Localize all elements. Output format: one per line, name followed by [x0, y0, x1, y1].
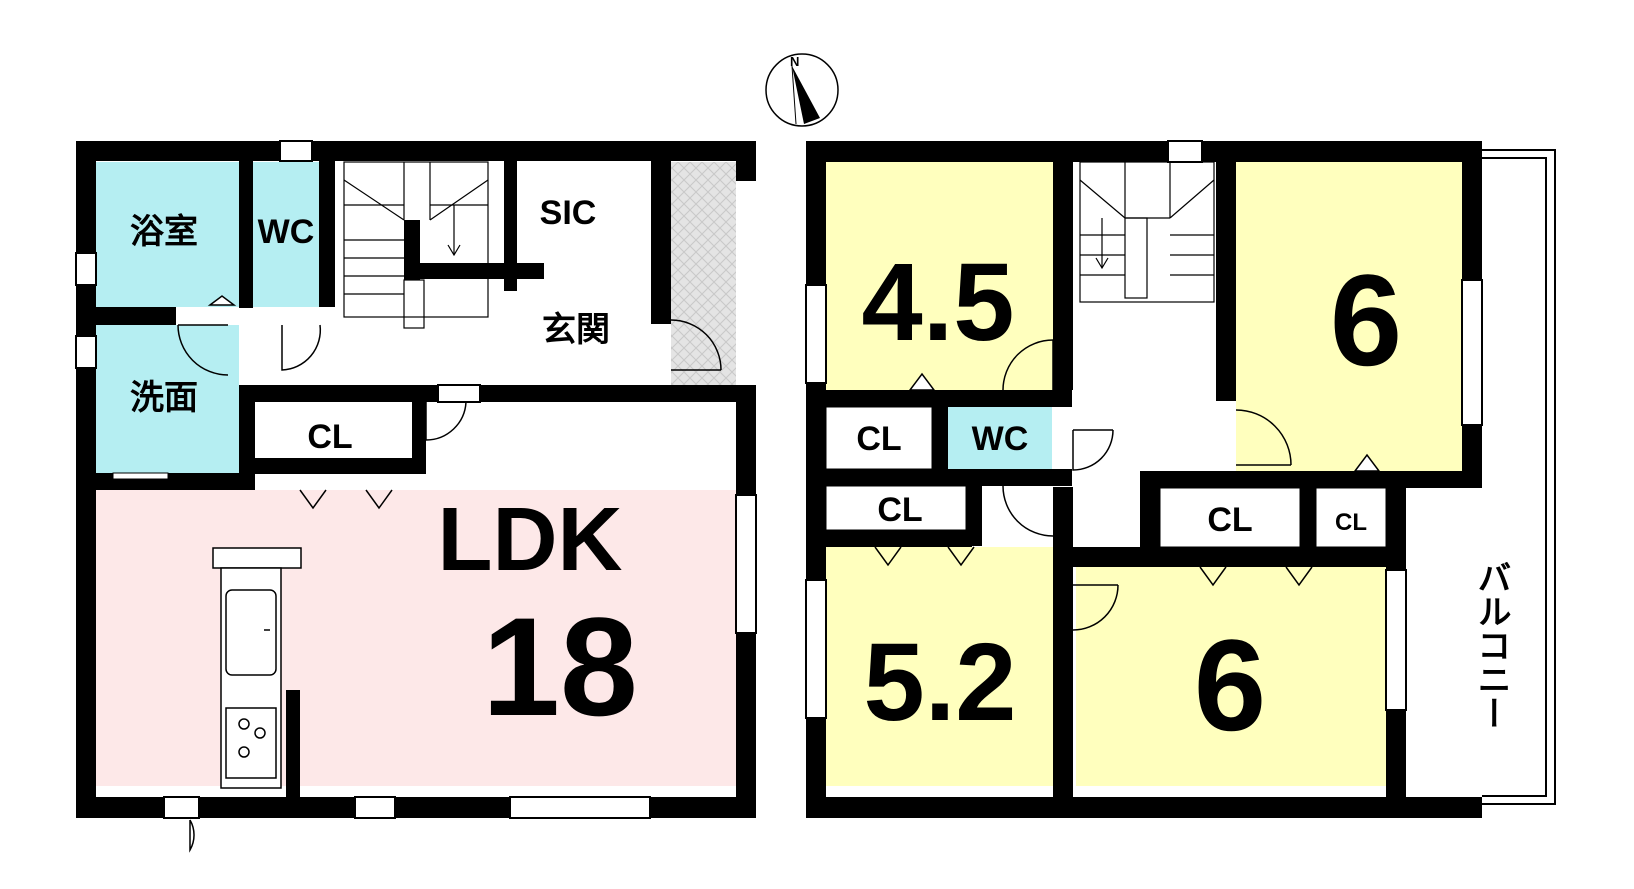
room-nw-size: 4.5	[862, 241, 1015, 364]
floor-2-stairs	[1079, 161, 1215, 303]
entrance-label: 玄関	[542, 310, 610, 350]
room-ne-size: 6	[1330, 247, 1402, 393]
bath-label: 浴室	[130, 212, 198, 252]
room-se-size: 6	[1194, 612, 1266, 758]
sic-label: SIC	[540, 194, 597, 232]
floor-1-windows	[75, 140, 757, 819]
floor-1-stairs	[343, 161, 489, 329]
wc-room-floor2	[948, 407, 1052, 469]
wash-room	[96, 325, 239, 473]
room-ne	[1236, 162, 1462, 471]
wc-label-floor1: WC	[258, 213, 315, 251]
floor-1: 浴室 WC SIC 玄関 洗面 CL LDK 18	[75, 140, 757, 853]
closet-label-floor1: CL	[307, 418, 352, 456]
floor-1-doors	[177, 295, 722, 853]
room-sw	[826, 547, 1053, 786]
floor-2-windows	[805, 140, 1483, 719]
closet-b-label: CL	[877, 491, 922, 529]
compass: N	[765, 53, 839, 127]
room-sw-size: 5.2	[864, 621, 1017, 744]
floor-2: 4.5 6 5.2 6 CL WC CL CL CL バルコニー	[805, 140, 1556, 818]
washroom-label: 洗面	[130, 378, 198, 418]
balcony-label: バルコニー	[1471, 560, 1511, 730]
wash-sliding-door	[112, 472, 169, 480]
closet-c-label: CL	[1207, 501, 1252, 539]
room-nw	[826, 162, 1053, 390]
ldk-size-label: 18	[482, 588, 638, 745]
bath-room	[96, 162, 239, 307]
balcony	[1482, 149, 1556, 805]
room-se	[1076, 567, 1386, 786]
closet-d-label: CL	[1335, 509, 1367, 536]
closet-a-label: CL	[856, 420, 901, 458]
floor-2-closets	[825, 406, 1387, 548]
wc-room-floor1	[253, 162, 319, 307]
wc-label-floor2: WC	[972, 420, 1029, 458]
entrance-floor	[671, 162, 736, 388]
kitchen-counter	[212, 547, 302, 789]
ldk-label: LDK	[438, 490, 623, 590]
north-arrow-icon	[792, 66, 820, 124]
floor-2-doors	[874, 339, 1381, 631]
ldk-room	[96, 490, 736, 786]
compass-north-label: N	[790, 54, 799, 69]
